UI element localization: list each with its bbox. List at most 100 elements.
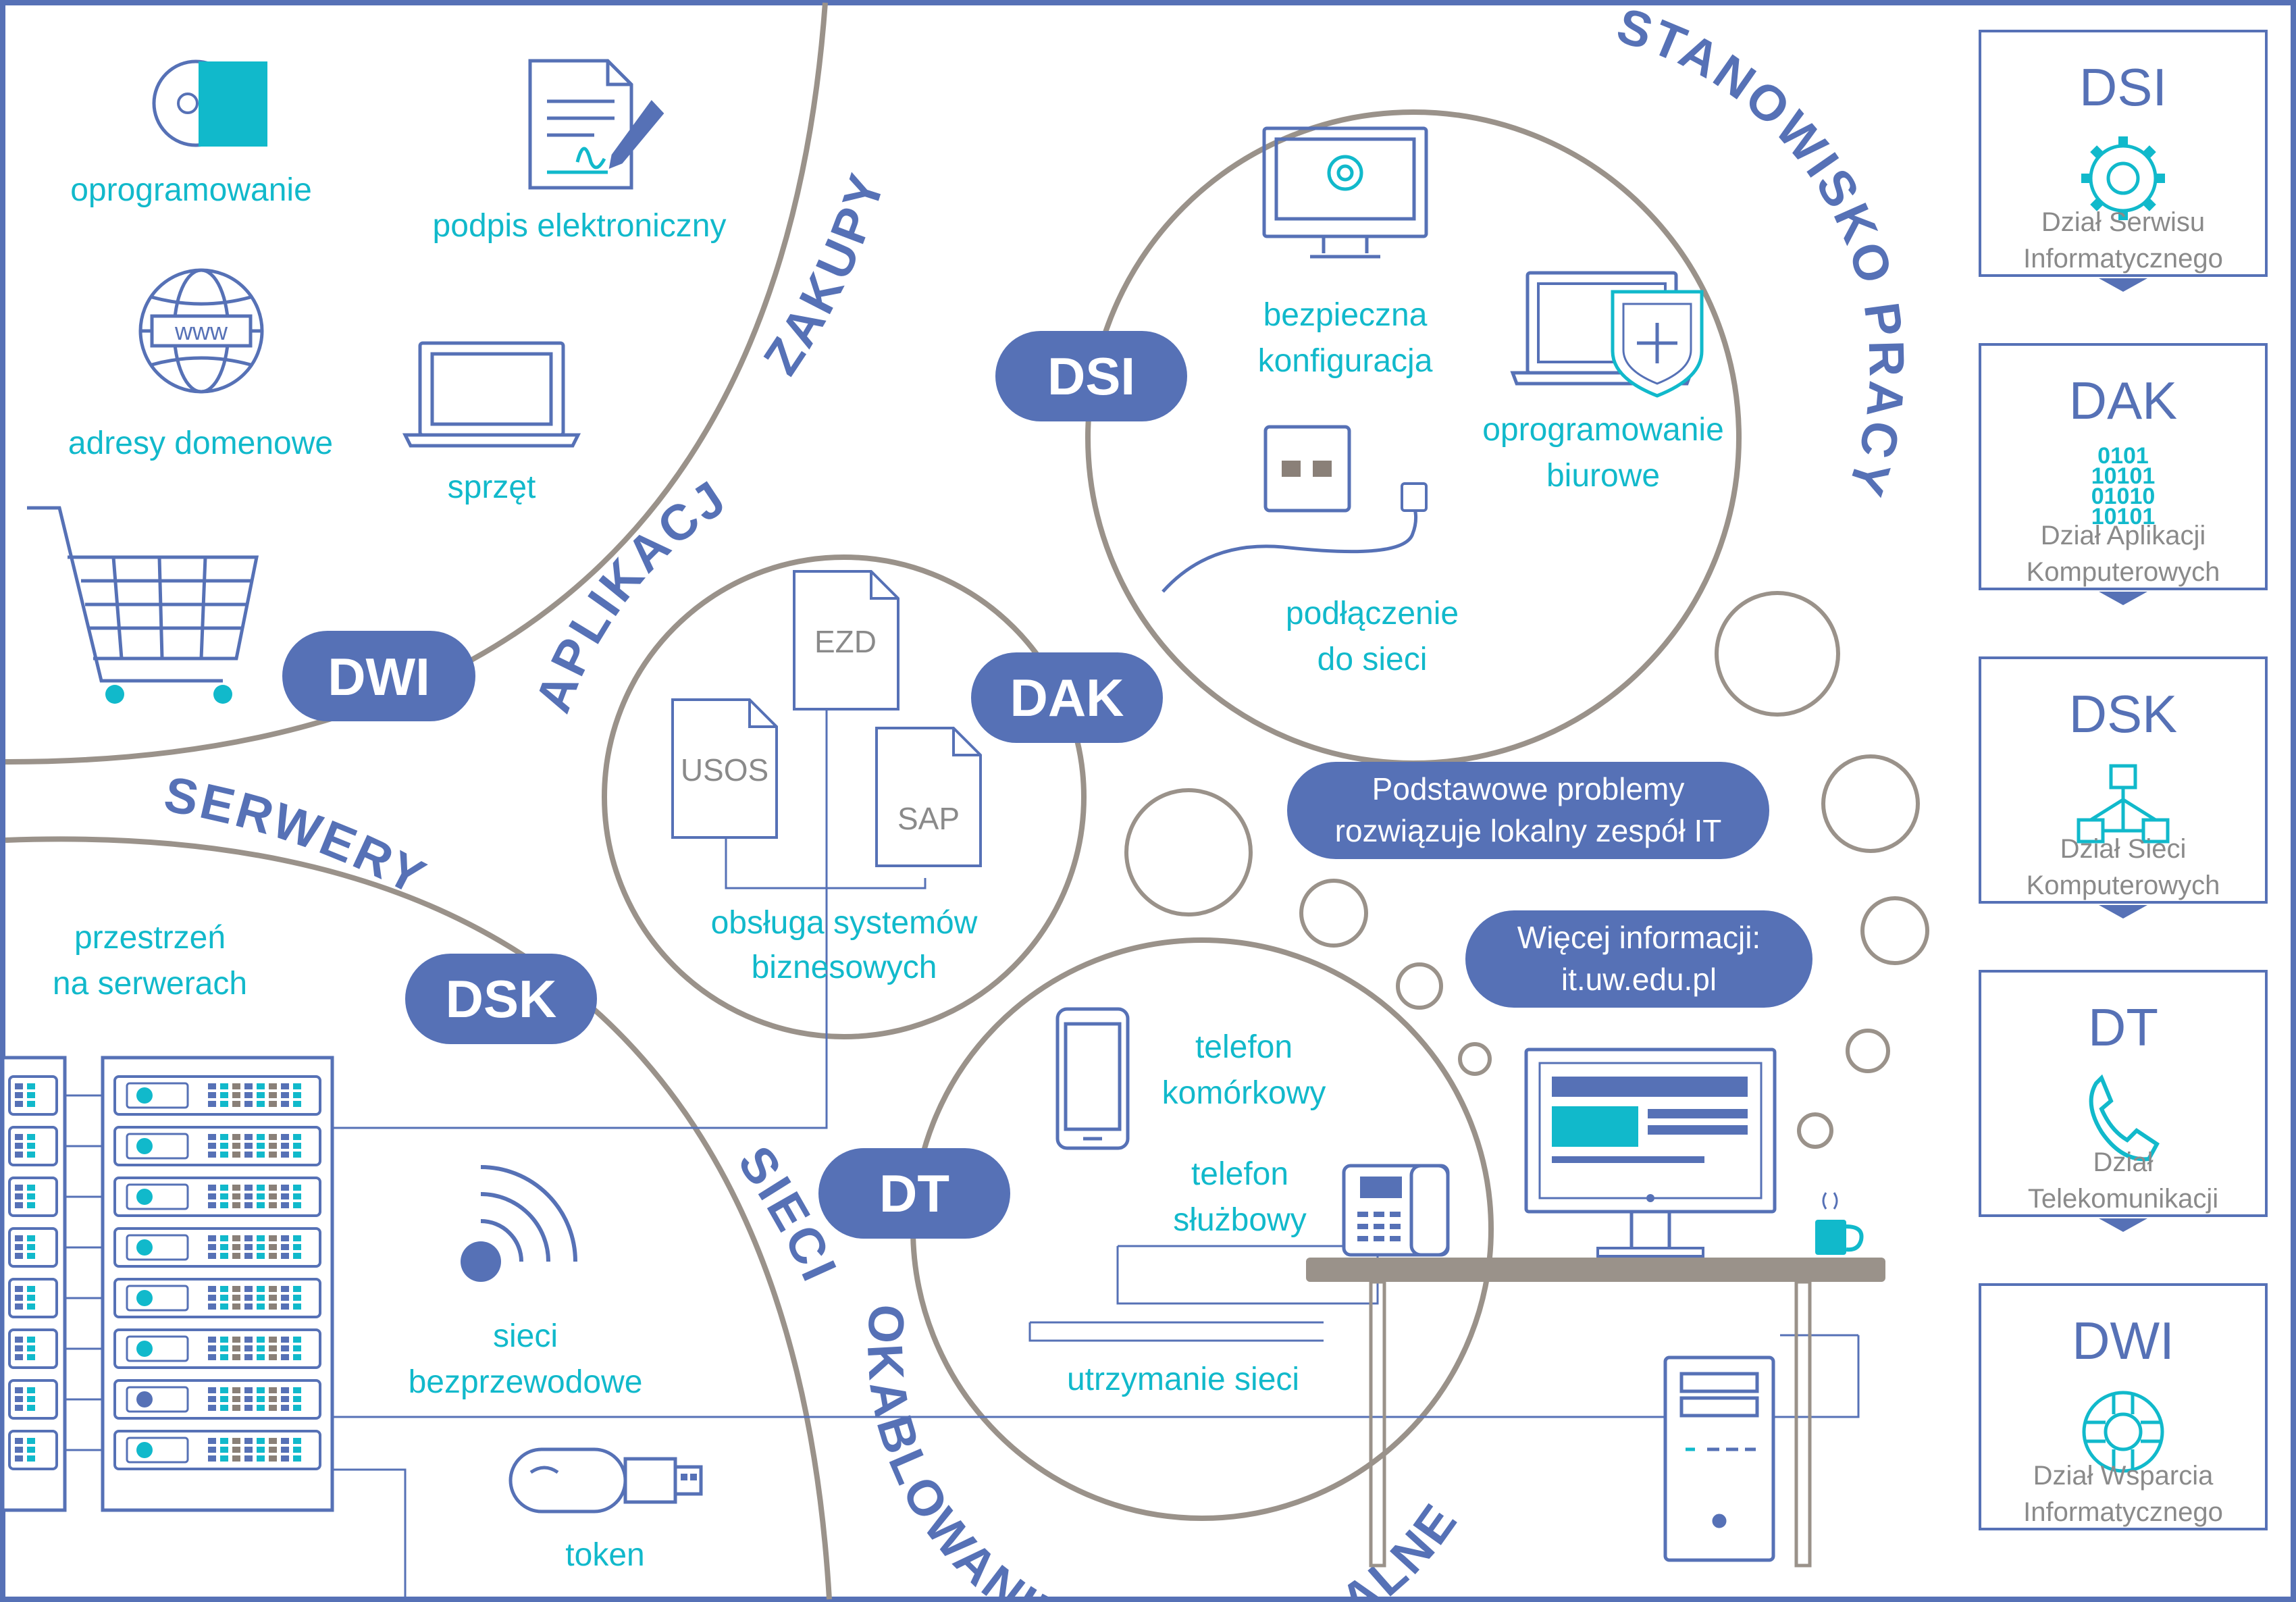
server-unit	[8, 1430, 58, 1470]
pill-dsi-label: DSI	[1047, 346, 1135, 406]
bubble-problemy: Podstawowe problemy rozwiązuje lokalny z…	[1287, 762, 1769, 859]
document-usos-label: USOS	[681, 752, 768, 787]
server-unit	[8, 1227, 58, 1268]
network-icon	[2077, 764, 2170, 844]
server-unit	[113, 1328, 321, 1369]
pc-tower-icon	[1663, 1355, 1775, 1562]
server-unit	[113, 1278, 321, 1318]
svg-text:10101: 10101	[2091, 463, 2156, 489]
usb-token-icon	[508, 1447, 703, 1514]
label-przestrzen-1: przestrzeń	[74, 920, 226, 956]
sidebar-line1: Dział Serwisu	[2041, 207, 2205, 237]
lifebuoy-icon	[2082, 1391, 2164, 1473]
section-okablowanie: OKABLOWANIE STRUKTURALNE	[857, 1303, 1469, 1602]
document-ezd-label: EZD	[814, 624, 877, 659]
server-unit	[8, 1075, 58, 1116]
sidebar-code: DSI	[2079, 57, 2167, 117]
sidebar-code: DT	[2088, 998, 2158, 1057]
sidebar-line1: Dział	[2093, 1147, 2154, 1177]
sidebar-line1: Dział Sieci	[2060, 834, 2187, 864]
thought-bubbles	[1124, 591, 1929, 1149]
label-telkom-2: komórkowy	[1162, 1075, 1326, 1111]
section-serwery: SERWERY	[160, 766, 436, 906]
label-oprogramowanie: oprogramowanie	[70, 172, 312, 208]
zakupy-arc	[5, 2, 828, 765]
server-unit	[8, 1278, 58, 1318]
label-podpis: podpis elektroniczny	[433, 208, 727, 244]
sidebar-line2: Telekomunikacji	[2028, 1184, 2218, 1214]
label-telslu-1: telefon	[1191, 1156, 1288, 1192]
aplikacje-circle	[602, 554, 1087, 1039]
desktop-monitor-icon	[1524, 1048, 1777, 1258]
server-rack-icon	[1, 1056, 334, 1512]
server-unit	[8, 1379, 58, 1420]
label-podlaczenie-2: do sieci	[1317, 642, 1428, 677]
label-bezpieczna-2: konfiguracja	[1258, 343, 1433, 379]
svg-text:10101: 10101	[2091, 504, 2156, 529]
software-cd-icon	[152, 59, 267, 147]
label-bezpieczna-1: bezpieczna	[1263, 297, 1428, 333]
document-usos: USOS	[671, 698, 778, 839]
sidebar-line2: Informatycznego	[2023, 244, 2223, 274]
coffee-mug-icon	[1815, 1192, 1864, 1255]
signature-document-icon	[528, 59, 664, 190]
label-adresy: adresy domenowe	[68, 425, 333, 461]
label-token: token	[565, 1537, 644, 1573]
monitor-gear-icon	[1262, 126, 1428, 259]
sidebar-line2: Komputerowych	[2027, 871, 2220, 900]
server-unit	[8, 1177, 58, 1217]
sidebar-line2: Komputerowych	[2027, 557, 2220, 587]
document-sap: SAP	[875, 727, 982, 867]
label-telkom-1: telefon	[1195, 1029, 1293, 1065]
label-obsluga-2: biznesowych	[752, 950, 937, 985]
server-unit	[113, 1177, 321, 1217]
svg-text:0101: 0101	[2097, 443, 2149, 469]
label-telslu-2: służbowy	[1173, 1202, 1306, 1238]
sidebar-line1: Dział Aplikacji	[2041, 521, 2206, 550]
document-ezd: EZD	[793, 570, 899, 710]
pill-dsi: DSI	[995, 331, 1187, 421]
shopping-cart-icon	[27, 506, 259, 704]
pill-dwi: DWI	[282, 631, 475, 721]
pill-dt: DT	[818, 1148, 1010, 1239]
serwery-arc	[5, 836, 832, 1600]
smartphone-icon	[1055, 1007, 1130, 1150]
desk-icon	[1306, 1258, 1885, 1568]
server-unit	[113, 1075, 321, 1116]
document-sap-label: SAP	[897, 801, 960, 836]
pill-dak-label: DAK	[1010, 668, 1124, 727]
bubble-info[interactable]: Więcej informacji: it.uw.edu.pl	[1465, 910, 1812, 1008]
server-unit	[113, 1430, 321, 1470]
bubble-problemy-line2: rozwiązuje lokalny zespół IT	[1335, 813, 1722, 848]
laptop-shield-icon	[1510, 271, 1704, 398]
label-podlaczenie-1: podłączenie	[1286, 596, 1459, 631]
bubble-info-line1: Więcej informacji:	[1517, 920, 1760, 955]
label-bezprzew-2: bezprzewodowe	[409, 1364, 643, 1400]
wifi-icon	[461, 1165, 577, 1282]
server-unit	[113, 1227, 321, 1268]
pill-dsk-label: DSK	[446, 969, 557, 1029]
label-biurowe-1: oprogramowanie	[1482, 412, 1724, 448]
label-sprzet: sprzęt	[448, 469, 536, 505]
sidebar-line2: Informatycznego	[2023, 1497, 2223, 1527]
sidebar-code: DAK	[2069, 371, 2177, 430]
info-link[interactable]: it.uw.edu.pl	[1561, 962, 1717, 997]
desk-phone-icon	[1342, 1164, 1450, 1257]
svg-text:01010: 01010	[2091, 484, 2156, 509]
label-utrzymanie: utrzymanie sieci	[1067, 1362, 1299, 1397]
pill-dt-label: DT	[879, 1164, 949, 1223]
server-unit	[8, 1328, 58, 1369]
label-przestrzen-2: na serwerach	[53, 966, 247, 1002]
pill-dsk: DSK	[405, 954, 597, 1044]
server-unit	[8, 1126, 58, 1166]
label-obsluga-1: obsługa systemów	[711, 905, 978, 941]
server-unit	[113, 1379, 321, 1420]
